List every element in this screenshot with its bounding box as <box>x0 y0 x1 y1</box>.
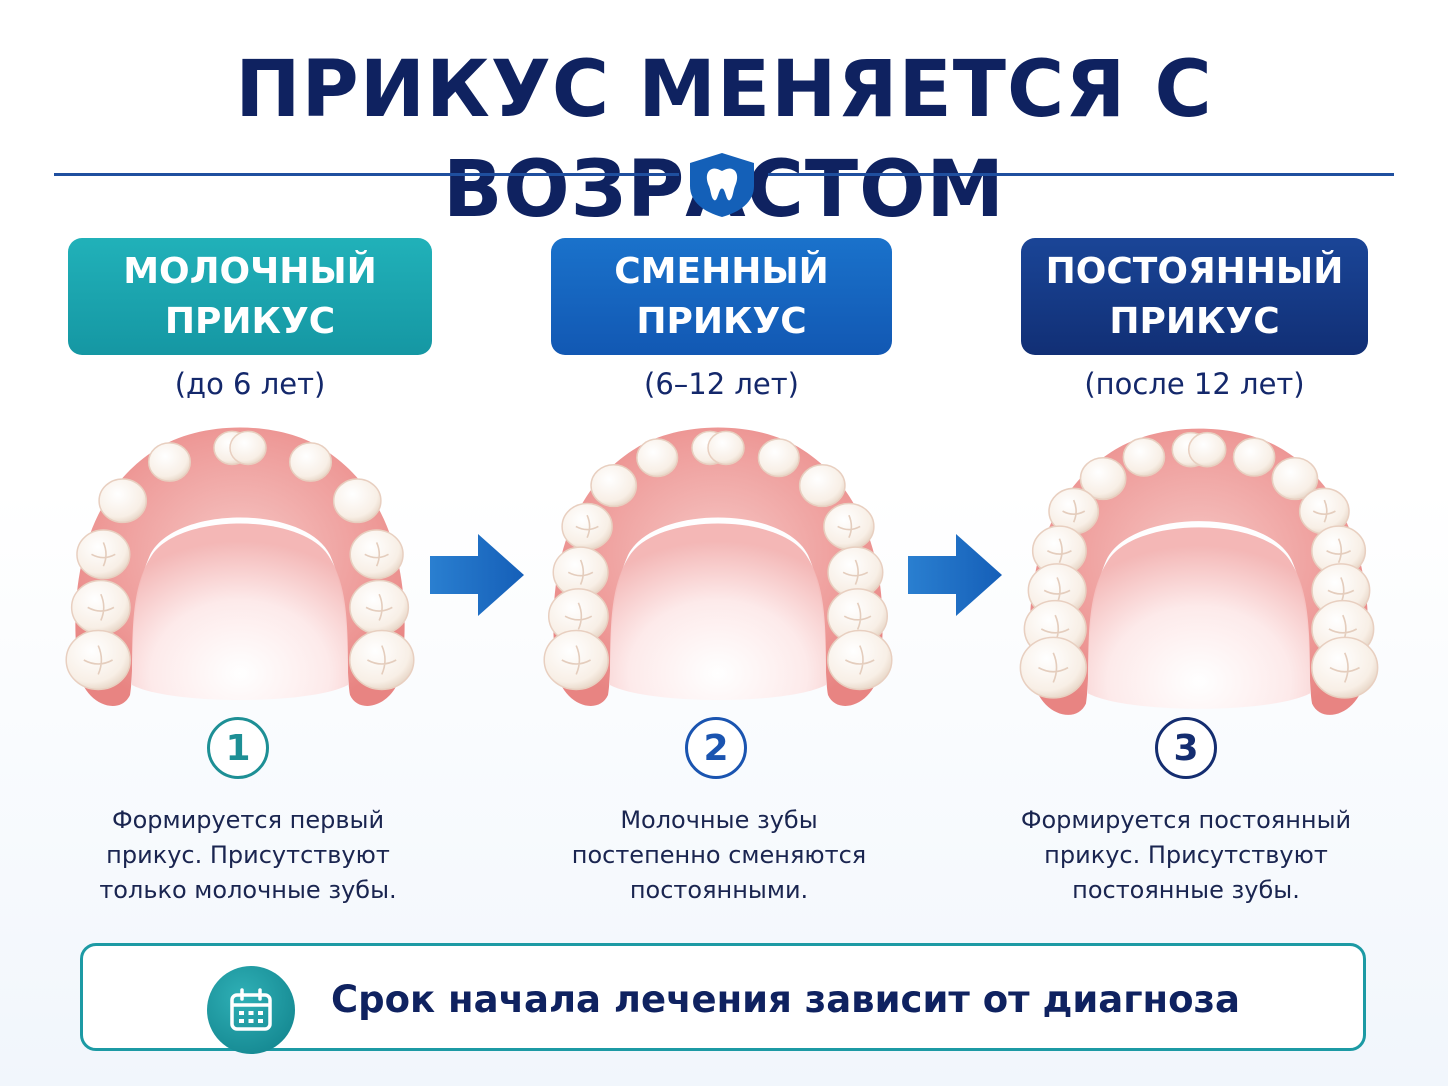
tooth <box>288 442 333 482</box>
mixed-dentition-illustration <box>543 427 893 706</box>
stage-description-line: постепенно сменяются <box>571 841 867 869</box>
tooth-groove <box>1312 499 1336 523</box>
gum-arch <box>75 427 405 706</box>
tooth-groove <box>1326 538 1352 564</box>
tooth-groove <box>83 645 113 675</box>
tooth <box>229 430 267 466</box>
stage-description-line: Молочные зубы <box>620 806 818 834</box>
stage-label-line1: ПОСТОЯННЫЙ <box>1045 250 1344 292</box>
tooth <box>757 438 800 478</box>
divider-right <box>768 173 1394 176</box>
tooth-groove <box>1062 499 1086 523</box>
tooth-groove <box>842 559 869 585</box>
footer-banner: Срок начала лечения зависит от диагноза <box>80 943 1366 1054</box>
stage-label-line2: ПРИКУС <box>164 300 336 342</box>
tooth <box>561 502 613 551</box>
stage-label-mixed: СМЕННЫЙ ПРИКУС <box>551 238 892 355</box>
tooth <box>1311 636 1379 699</box>
tooth-groove <box>367 645 397 675</box>
tooth <box>1187 431 1227 468</box>
tooth <box>332 478 382 524</box>
tooth <box>827 629 893 691</box>
stage-description-line: только молочные зубы. <box>99 876 397 904</box>
arrow-right-icon <box>908 534 1002 616</box>
tooth <box>1079 456 1127 501</box>
stage-label-line2: ПРИКУС <box>636 300 807 342</box>
palate <box>132 523 348 700</box>
tooth <box>798 463 846 508</box>
tooth-groove <box>564 602 593 630</box>
tooth-groove <box>837 514 861 539</box>
step-number-badge: 1 <box>207 717 269 779</box>
tooth-groove <box>843 602 872 630</box>
gum-arch <box>553 427 883 706</box>
tooth-groove <box>87 593 115 621</box>
tooth <box>636 438 679 478</box>
permanent-dentition-illustration <box>1019 428 1379 715</box>
stage-description-line: Формируется первый <box>111 806 385 834</box>
tooth <box>1019 636 1087 699</box>
tooth <box>349 529 404 580</box>
tooth <box>1232 437 1276 477</box>
tooth <box>543 629 609 691</box>
tooth <box>707 430 745 466</box>
footer-text: Срок начала лечения зависит от диагноза <box>331 978 1241 1021</box>
tooth-groove <box>1046 538 1072 564</box>
tooth <box>349 629 415 691</box>
tooth-shield-icon <box>690 153 754 217</box>
stage-description-line: постоянными. <box>629 876 809 904</box>
tooth-groove <box>1038 652 1069 683</box>
stage-label-primary: МОЛОЧНЫЙ ПРИКУС <box>68 238 432 355</box>
stage-description-line: прикус. Присутствуют <box>1044 841 1328 869</box>
stage-age: (после 12 лет) <box>1084 367 1305 401</box>
step-number-badge: 2 <box>685 717 747 779</box>
tooth-groove <box>364 542 389 567</box>
tooth-groove <box>365 593 393 621</box>
stage-description-line: прикус. Присутствуют <box>106 841 390 869</box>
stage-description: Формируется постоянный прикус. Присутств… <box>1004 803 1368 908</box>
arrow-right-icon <box>430 534 524 616</box>
tooth-groove <box>1329 652 1360 683</box>
stage-age: (6–12 лет) <box>644 367 799 401</box>
stage-description-line: постоянные зубы. <box>1072 876 1300 904</box>
tooth-groove <box>845 645 875 675</box>
gum-arch <box>1029 428 1369 715</box>
tooth <box>70 579 131 635</box>
tooth <box>1271 456 1319 501</box>
tooth <box>98 478 148 524</box>
step-number-badge: 3 <box>1155 717 1217 779</box>
stage-description-line: Формируется постоянный <box>1020 806 1352 834</box>
stage-description: Молочные зубы постепенно сменяются посто… <box>534 803 904 908</box>
tooth <box>1122 437 1166 477</box>
stage-label-line1: СМЕННЫЙ <box>614 250 829 292</box>
tooth-groove <box>575 514 599 539</box>
tooth <box>590 463 638 508</box>
primary-dentition-illustration <box>65 427 415 706</box>
palate <box>1088 527 1310 709</box>
stage-label-line1: МОЛОЧНЫЙ <box>123 250 377 292</box>
tooth <box>147 442 192 482</box>
calendar-icon <box>207 966 295 1054</box>
palate <box>610 523 826 700</box>
stage-label-line2: ПРИКУС <box>1109 300 1280 342</box>
tooth-groove <box>561 645 591 675</box>
tooth <box>823 502 875 551</box>
tooth <box>349 579 410 635</box>
tooth-groove <box>91 542 116 567</box>
divider-left <box>54 173 679 176</box>
stage-description: Формируется первый прикус. Присутствуют … <box>60 803 436 908</box>
stage-label-permanent: ПОСТОЯННЫЙ ПРИКУС <box>1021 238 1368 355</box>
tooth <box>65 629 131 691</box>
tooth <box>76 529 131 580</box>
stage-age: (до 6 лет) <box>174 367 326 401</box>
tooth-groove <box>567 559 594 585</box>
